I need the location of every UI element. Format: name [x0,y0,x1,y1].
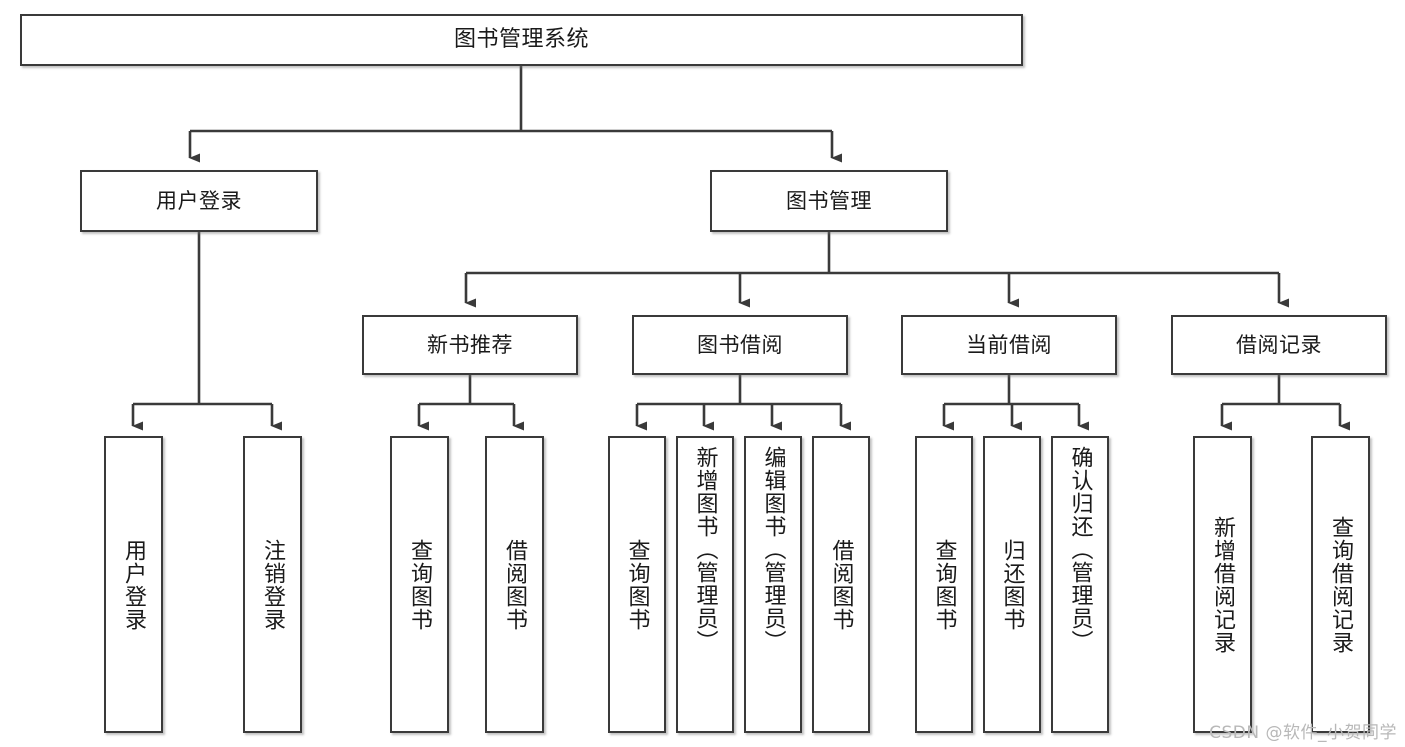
leaf-user-login-logout[interactable]: 注销登录 [243,436,302,733]
leaf-recommend-query-book[interactable]: 查询图书 [390,436,449,733]
node-borrow-record[interactable]: 借阅记录 [1171,315,1387,375]
watermark: CSDN @软件_小贺同学 [1209,723,1397,743]
leaf-recommend-borrow-book[interactable]: 借阅图书 [485,436,544,733]
leaf-record-add-record[interactable]: 新增借阅记录 [1193,436,1252,733]
leaf-user-login-login[interactable]: 用户登录 [104,436,163,733]
leaf-label: 确认归还（管理员） [1067,446,1093,653]
node-root[interactable]: 图书管理系统 [20,14,1023,66]
leaf-current-return-book[interactable]: 归还图书 [983,436,1041,733]
leaf-label: 注销登录 [260,538,286,631]
leaf-label: 查询借阅记录 [1328,515,1354,654]
node-new-book-recommend[interactable]: 新书推荐 [362,315,578,375]
node-book-borrow-label: 图书借阅 [697,332,783,357]
leaf-label: 借阅图书 [828,538,854,631]
leaf-label: 借阅图书 [502,538,528,631]
leaf-label: 查询图书 [407,538,433,631]
node-new-book-recommend-label: 新书推荐 [427,332,513,357]
leaf-borrow-add-book[interactable]: 新增图书（管理员） [676,436,734,733]
node-current-borrow[interactable]: 当前借阅 [901,315,1117,375]
leaf-borrow-borrow-book[interactable]: 借阅图书 [812,436,870,733]
leaf-label: 新增借阅记录 [1210,515,1236,654]
leaf-record-query-record[interactable]: 查询借阅记录 [1311,436,1370,733]
node-root-label: 图书管理系统 [453,27,589,53]
node-current-borrow-label: 当前借阅 [966,332,1052,357]
leaf-label: 查询图书 [624,538,650,631]
leaf-current-query-book[interactable]: 查询图书 [915,436,973,733]
leaf-current-confirm-return[interactable]: 确认归还（管理员） [1051,436,1109,733]
leaf-label: 新增图书（管理员） [692,446,718,653]
node-borrow-record-label: 借阅记录 [1236,332,1322,357]
leaf-label: 编辑图书（管理员） [760,446,786,653]
leaf-label: 用户登录 [121,538,147,631]
leaf-borrow-edit-book[interactable]: 编辑图书（管理员） [744,436,802,733]
leaf-label: 查询图书 [931,538,957,631]
node-book-management-label: 图书管理 [786,188,872,213]
leaf-borrow-query-book[interactable]: 查询图书 [608,436,666,733]
leaf-label: 归还图书 [999,538,1025,631]
node-book-borrow[interactable]: 图书借阅 [632,315,848,375]
node-user-login-label: 用户登录 [156,188,242,213]
node-user-login[interactable]: 用户登录 [80,170,318,232]
node-book-management[interactable]: 图书管理 [710,170,948,232]
